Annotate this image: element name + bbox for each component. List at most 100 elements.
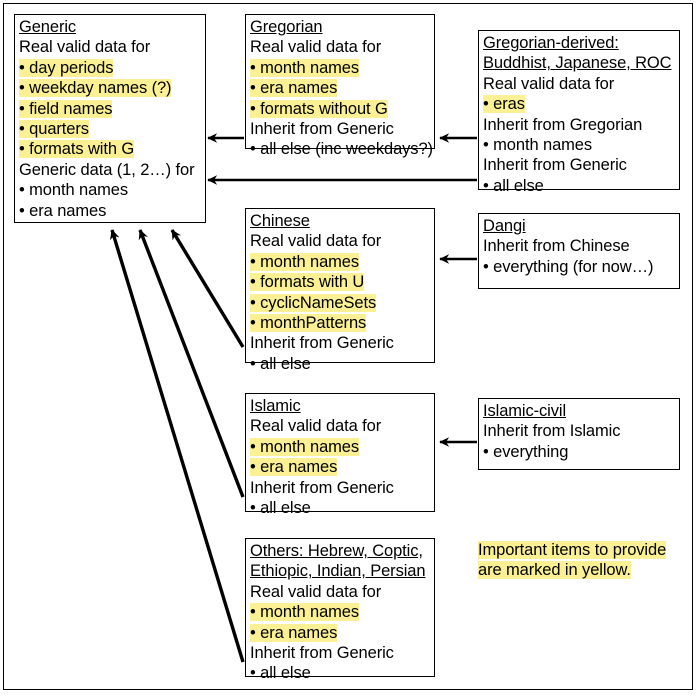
line-text: • era names: [250, 458, 338, 477]
box-others-lines: Real valid data for • month names• era na…: [250, 582, 431, 684]
list-item: • month names: [483, 135, 676, 155]
list-item: • era names: [250, 623, 431, 643]
list-item: • formats with U: [250, 272, 431, 292]
line-text: • all else: [250, 664, 311, 683]
list-item: • era names: [250, 457, 431, 477]
line-text: • all else: [250, 499, 311, 518]
line-text: • month names: [19, 181, 129, 200]
box-chinese-lines: Real valid data for• month names • format…: [250, 231, 431, 374]
box-dangi-lines: Inherit from Chinese• everything (for no…: [483, 236, 676, 277]
line-text: • eras: [483, 95, 525, 114]
line-text: • monthPatterns: [250, 314, 367, 333]
box-islamic-civil-lines: Inherit from Islamic• everything: [483, 421, 676, 462]
line-text: • field names: [19, 99, 113, 118]
diagram-outer-frame: [3, 3, 693, 690]
list-item: • formats without G: [250, 99, 431, 119]
line-text: • month names: [250, 603, 360, 622]
box-dangi[interactable]: Dangi Inherit from Chinese• everything (…: [478, 213, 680, 289]
line-text: Real valid data for: [250, 38, 382, 57]
list-item: • month names: [250, 58, 431, 78]
list-item: • field names: [19, 99, 202, 119]
line-text: Inherit from Generic: [250, 644, 394, 663]
list-item: • month names: [250, 437, 431, 457]
list-item: • day periods: [19, 58, 202, 78]
line-text: Real valid data for: [483, 74, 615, 93]
list-item: • month names: [250, 252, 431, 272]
line-text: Inherit from Generic: [250, 334, 394, 353]
box-dangi-header: Dangi: [483, 217, 526, 235]
line-text: Inherit from Chinese: [483, 237, 630, 256]
box-generic-lines: Real valid data for• day periods • weekda…: [19, 37, 202, 221]
section-label: Inherit from Gregorian: [483, 115, 676, 135]
box-gregorian-derived-header2: Buddhist, Japanese, ROC: [483, 54, 672, 73]
line-text: Inherit from Generic: [483, 156, 627, 175]
line-text: Real valid data for: [250, 232, 382, 251]
list-item: • all else (inc weekdays?): [250, 139, 433, 159]
box-gregorian-derived[interactable]: Gregorian-derived: Buddhist, Japanese, R…: [478, 30, 680, 195]
box-islamic[interactable]: Islamic Real valid data for• month names…: [245, 393, 435, 517]
list-item: • weekday names (?): [19, 78, 202, 98]
list-item: • everything (for now…): [483, 257, 676, 277]
list-item: • everything: [483, 442, 676, 462]
section-label: Inherit from Generic: [250, 119, 431, 139]
line-text: • month names: [250, 437, 360, 456]
line-text: • cyclicNameSets: [250, 293, 377, 312]
list-item: • month names: [19, 180, 202, 200]
section-label: Generic data (1, 2…) for: [19, 160, 202, 180]
line-text: • era names: [250, 623, 338, 642]
list-item: • all else: [250, 498, 431, 518]
line-text: • quarters: [19, 120, 89, 139]
section-label: Inherit from Generic: [250, 478, 431, 498]
box-others[interactable]: Others: Hebrew, Coptic, Ethiopic, Indian…: [245, 538, 435, 682]
list-item: • formats with G: [19, 139, 202, 159]
line-text: • everything (for now…): [483, 257, 654, 276]
list-item: • era names: [250, 78, 431, 98]
list-item: • cyclicNameSets: [250, 293, 431, 313]
line-text: • month names: [250, 252, 360, 271]
box-islamic-lines: Real valid data for• month names • era na…: [250, 416, 431, 518]
box-generic-header: Generic: [19, 18, 77, 36]
list-item: • eras: [483, 94, 676, 114]
box-gregorian[interactable]: Gregorian Real valid data for• month nam…: [245, 14, 435, 158]
list-item: • month names: [250, 602, 431, 622]
section-label: Inherit from Generic: [250, 643, 431, 663]
section-label: Real valid data for: [250, 582, 431, 602]
box-generic[interactable]: Generic Real valid data for• day periods…: [14, 14, 206, 223]
section-label: Inherit from Generic: [250, 333, 431, 353]
list-item: • all else: [483, 176, 676, 196]
legend-note-line1-text: Important items to provide: [478, 541, 667, 559]
box-islamic-civil[interactable]: Islamic-civil Inherit from Islamic• ever…: [478, 398, 680, 470]
list-item: • quarters: [19, 119, 202, 139]
line-text: • day periods: [19, 58, 114, 77]
line-text: • everything: [483, 442, 569, 461]
line-text: • formats with G: [19, 140, 135, 159]
section-label: Real valid data for: [250, 416, 431, 436]
section-label: Inherit from Generic: [483, 155, 676, 175]
line-text: Inherit from Generic: [250, 120, 394, 139]
list-item: • era names: [19, 201, 202, 221]
box-gregorian-derived-header: Gregorian-derived:: [483, 34, 619, 52]
legend-note-line1: Important items to provide: [478, 540, 683, 560]
line-text: • weekday names (?): [19, 79, 172, 98]
box-chinese[interactable]: Chinese Real valid data for• month names…: [245, 208, 435, 373]
legend-note-line2-text: are marked in yellow.: [478, 561, 631, 580]
list-item: • monthPatterns: [250, 313, 431, 333]
box-chinese-header: Chinese: [250, 212, 310, 230]
section-label: Real valid data for: [19, 37, 202, 57]
line-text: • all else: [483, 176, 544, 195]
line-text: Real valid data for: [250, 417, 382, 436]
section-label: Real valid data for: [250, 37, 431, 57]
section-label: Inherit from Chinese: [483, 236, 676, 256]
box-others-header2: Ethiopic, Indian, Persian: [250, 562, 426, 581]
box-islamic-civil-header: Islamic-civil: [483, 402, 567, 420]
box-others-header: Others: Hebrew, Coptic,: [250, 542, 423, 560]
section-label: Real valid data for: [250, 231, 431, 251]
line-text: Inherit from Islamic: [483, 422, 621, 441]
line-text: • month names: [250, 58, 360, 77]
line-text: • formats with U: [250, 273, 365, 292]
line-text: Real valid data for: [250, 582, 382, 601]
box-gregorian-header: Gregorian: [250, 18, 323, 36]
line-text: Generic data (1, 2…) for: [19, 160, 195, 179]
